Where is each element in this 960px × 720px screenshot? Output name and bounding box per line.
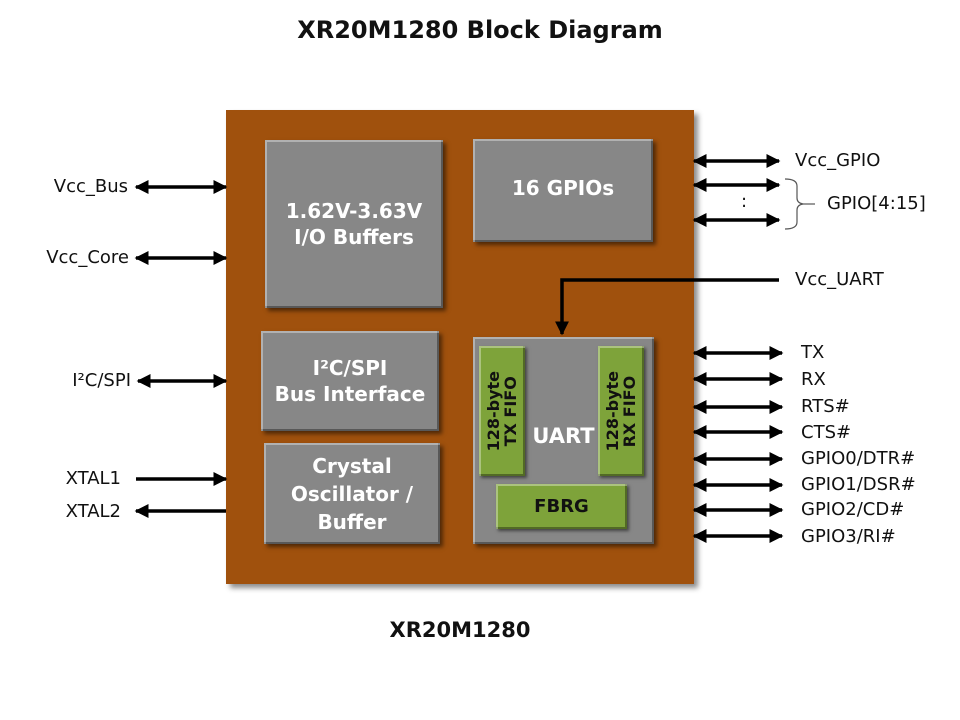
tx-fifo-block: 128-byte TX FIFO bbox=[479, 346, 525, 476]
fbrg-block: FBRG bbox=[496, 484, 627, 529]
label-gpio3-ri: GPIO3/RI# bbox=[801, 526, 896, 547]
chip-name-label: XR20M1280 bbox=[389, 618, 531, 642]
gpios-label: 16 GPIOs bbox=[511, 175, 615, 200]
label-xtal1: XTAL1 bbox=[65, 468, 121, 489]
crystal-line2: Oscillator / bbox=[290, 481, 414, 506]
bus-interface-line1: I²C/SPI bbox=[312, 356, 388, 380]
gpio-ellipsis: : bbox=[741, 191, 748, 212]
label-vcc-bus: Vcc_Bus bbox=[53, 176, 128, 197]
io-buffers-line2: I/O Buffers bbox=[294, 225, 414, 249]
rx-fifo-block: 128-byte RX FIFO bbox=[598, 346, 644, 476]
io-buffers-block: 1.62V-3.63V I/O Buffers bbox=[265, 140, 443, 308]
label-gpio1-dsr: GPIO1/DSR# bbox=[801, 474, 916, 495]
label-xtal2: XTAL2 bbox=[65, 501, 121, 522]
uart-arrows bbox=[692, 346, 784, 543]
label-vcc-uart: Vcc_UART bbox=[795, 269, 884, 290]
crystal-oscillator-block: Crystal Oscillator / Buffer bbox=[264, 443, 440, 544]
crystal-line3: Buffer bbox=[317, 509, 387, 534]
label-vcc-core: Vcc_Core bbox=[46, 247, 129, 268]
bus-interface-block: I²C/SPI Bus Interface bbox=[261, 331, 439, 431]
label-rx: RX bbox=[801, 369, 826, 390]
label-tx: TX bbox=[801, 342, 825, 363]
label-gpio2-cd: GPIO2/CD# bbox=[801, 499, 905, 520]
label-vcc-gpio: Vcc_GPIO bbox=[795, 150, 881, 171]
label-i2c-spi: I²C/SPI bbox=[72, 370, 131, 391]
vcc-uart-arrow bbox=[555, 278, 779, 336]
diagram-title: XR20M1280 Block Diagram bbox=[297, 16, 663, 44]
uart-label: UART bbox=[532, 423, 595, 448]
label-gpio-range: GPIO[4:15] bbox=[827, 193, 926, 214]
label-rts: RTS# bbox=[801, 396, 850, 417]
fbrg-label: FBRG bbox=[534, 496, 589, 517]
bus-interface-line2: Bus Interface bbox=[274, 382, 426, 406]
label-gpio0-dtr: GPIO0/DTR# bbox=[801, 448, 916, 469]
io-buffers-line1: 1.62V-3.63V bbox=[285, 199, 423, 223]
gpios-block: 16 GPIOs bbox=[473, 139, 653, 242]
label-cts: CTS# bbox=[801, 422, 852, 443]
gpio-brace bbox=[784, 178, 804, 230]
crystal-line1: Crystal bbox=[312, 453, 392, 478]
